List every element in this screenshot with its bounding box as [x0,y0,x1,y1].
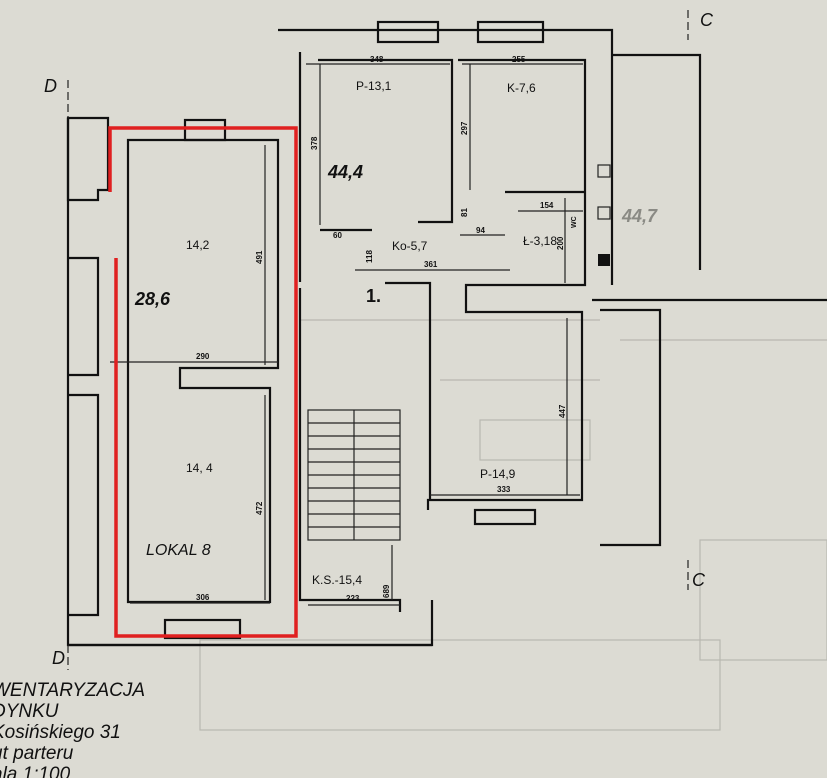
section-mark-d-bottom: D [52,648,65,668]
title-line: ut parteru [0,743,74,764]
unit-right-area: 44,7 [621,206,658,226]
dim-255: 255 [512,55,526,64]
walls [66,20,827,647]
title-block: WENTARYZACJA DYNKU Kosińskiego 31 ut par… [0,680,145,778]
dim-333: 333 [497,485,511,494]
unit-middle-area: 44,4 [327,162,363,182]
room-ko: Ko-5,7 [392,239,428,253]
dim-94: 94 [476,226,485,235]
title-line: WENTARYZACJA [0,680,146,701]
unit-total-area: 28,6 [134,289,171,309]
section-lines [67,10,689,670]
room-area-bottom: 14, 4 [186,461,213,475]
wc-label: WC [571,216,578,228]
unit-name: LOKAL 8 [146,542,211,559]
room-k: K-7,6 [507,81,536,95]
bleed-through-lines [199,319,827,731]
dim-200: 200 [556,236,565,250]
staircase-label: 1. [366,286,381,306]
dim-81: 81 [460,208,469,217]
dim-472: 472 [255,501,264,515]
dim-154: 154 [540,201,554,210]
dim-297: 297 [460,121,469,135]
room-p: P-13,1 [356,79,392,93]
section-mark-c-bottom: C [692,570,706,590]
dim-60: 60 [333,231,342,240]
dim-348: 348 [370,55,384,64]
title-line: ala 1:100 [0,764,71,778]
dim-491: 491 [255,250,264,264]
dim-223: 223 [346,594,360,603]
dim-290: 290 [196,352,210,361]
room-ks: K.S.-15,4 [312,573,362,587]
dim-361: 361 [424,260,438,269]
dim-447: 447 [558,404,567,418]
section-mark-c-top: C [700,10,714,30]
room-l: Ł-3,18 [523,234,557,248]
dim-118: 118 [365,250,374,263]
dimension-lines [110,63,583,606]
room-area-top: 14,2 [186,238,210,252]
title-line: DYNKU [0,701,59,722]
dim-378: 378 [310,136,319,150]
room-p149: P-14,9 [480,467,516,481]
section-mark-d-top: D [44,76,57,96]
dim-689: 689 [382,584,391,598]
unit-highlight-outline [108,126,298,638]
dim-306: 306 [196,593,210,602]
staircase [307,409,401,541]
title-line: Kosińskiego 31 [0,722,121,743]
